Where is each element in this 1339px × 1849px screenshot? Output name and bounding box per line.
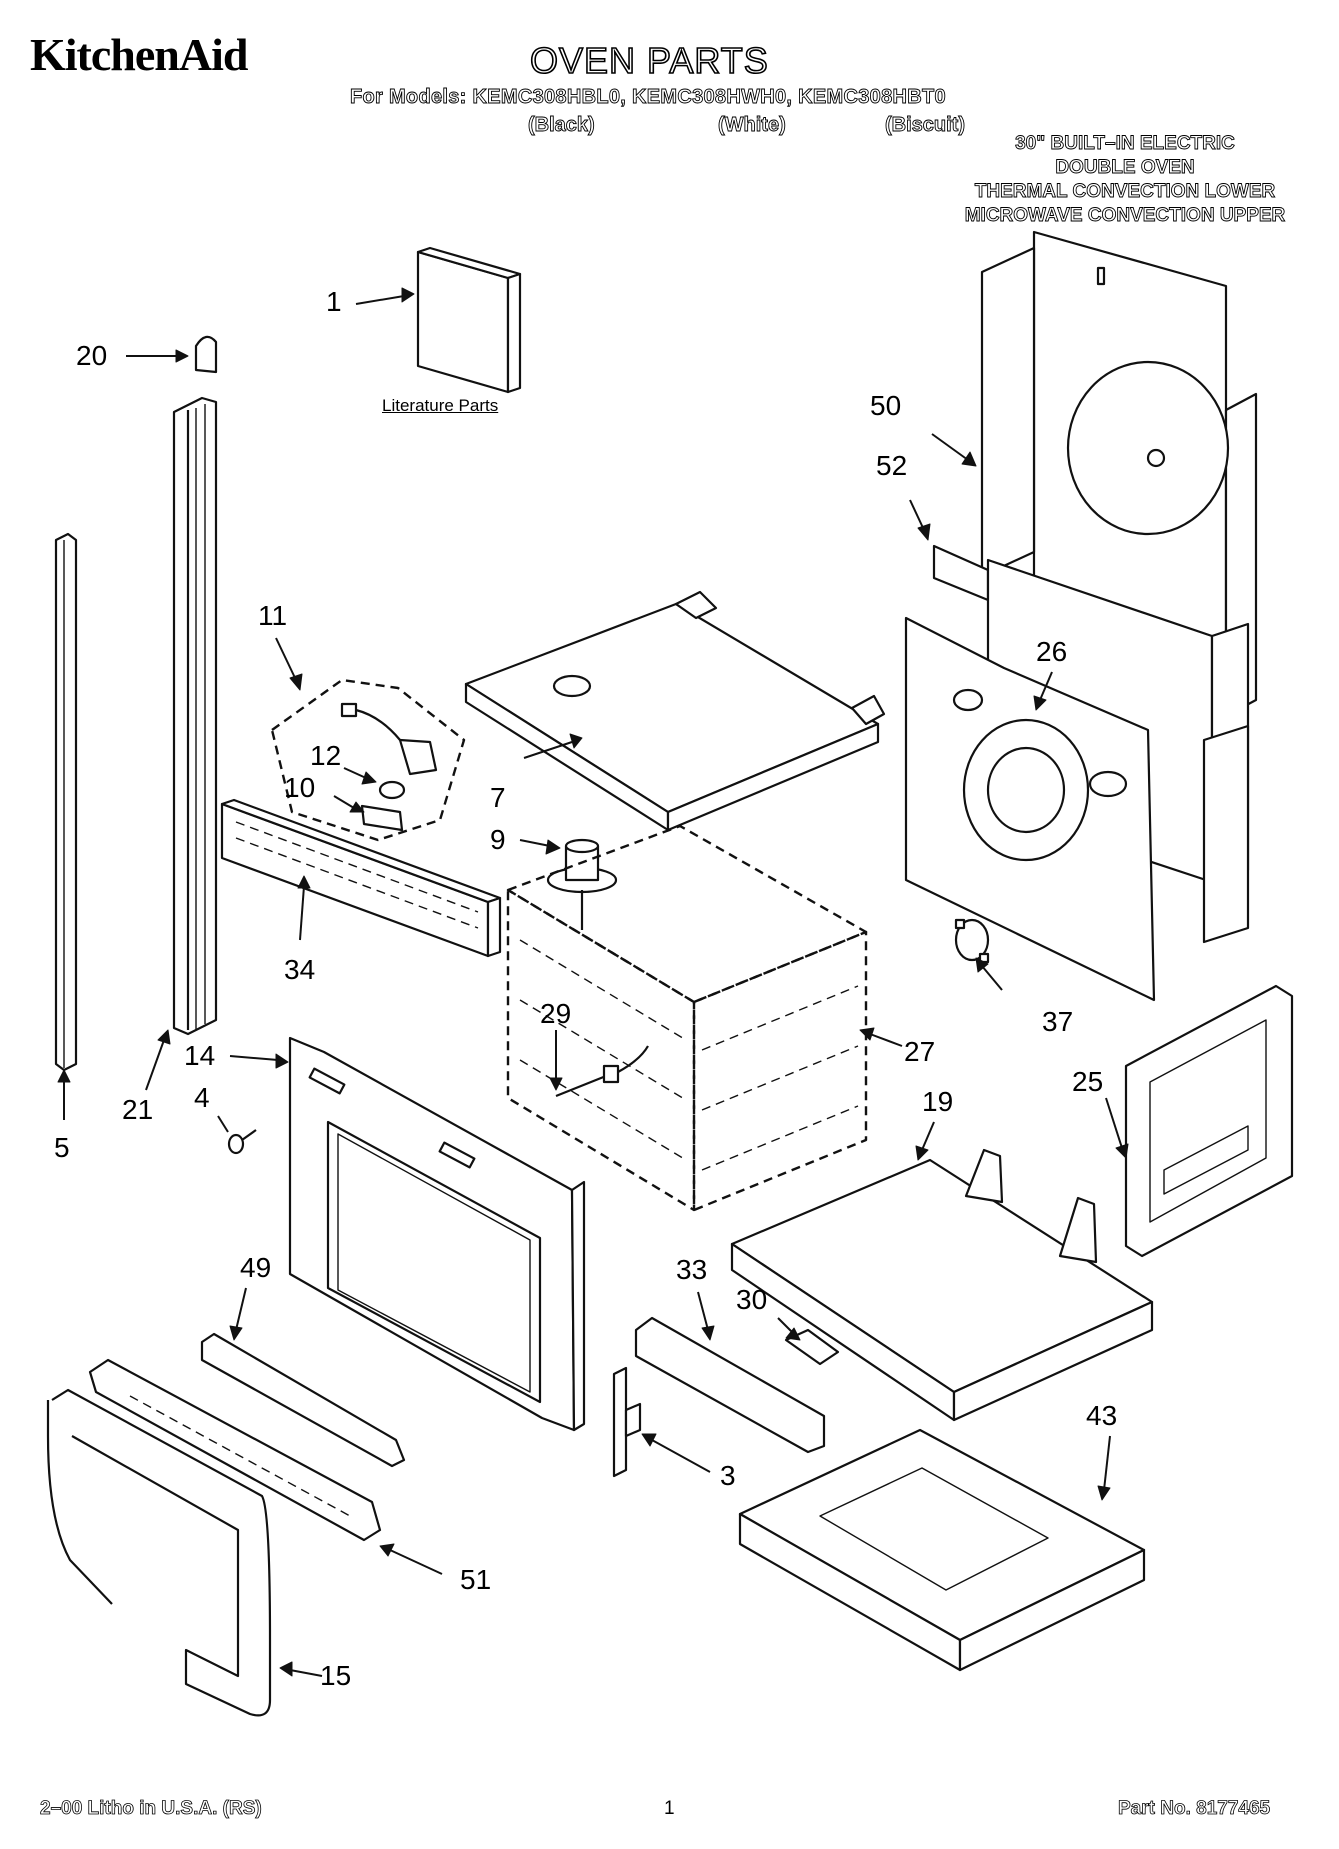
- part-25-side-panel: [1124, 984, 1294, 1258]
- page-number: 1: [664, 1798, 675, 1819]
- part-3-small-bracket: [612, 1366, 642, 1478]
- callout-15: 15: [320, 1660, 352, 1691]
- description-line: DOUBLE OVEN: [1055, 157, 1195, 179]
- callout-30: 30: [736, 1284, 768, 1315]
- part-11-light-assembly: [270, 678, 466, 842]
- callout-26: 26: [1036, 636, 1068, 667]
- callout-4: 4: [194, 1082, 210, 1113]
- callout-3: 3: [720, 1460, 736, 1491]
- callout-49: 49: [240, 1252, 272, 1283]
- callout-10: 10: [284, 772, 316, 803]
- part-27-oven-cavity: [506, 824, 868, 1212]
- brand-logo: KitchenAid: [30, 29, 248, 80]
- finish-biscuit: (Biscuit): [885, 114, 966, 137]
- part-33-rail: [634, 1316, 826, 1454]
- callout-25: 25: [1072, 1066, 1104, 1097]
- part-50-rear-panel: [980, 230, 1258, 718]
- callout-27: 27: [904, 1036, 936, 1067]
- callout-12: 12: [310, 740, 342, 771]
- callout-20: 20: [76, 340, 108, 371]
- part-26-fan-cover: [904, 616, 1156, 1002]
- part-5-strip: [54, 532, 78, 1072]
- part-21-side-trim: [172, 396, 218, 1036]
- callout-21: 21: [122, 1094, 154, 1125]
- part-4-screw: [227, 1129, 257, 1155]
- part-43-bottom-tray: [738, 1428, 1146, 1672]
- part-49-bracket: [200, 1332, 406, 1468]
- part-19-bottom-shelf: [730, 1148, 1154, 1422]
- callout-11: 11: [258, 600, 288, 631]
- part-37-bracket: [954, 918, 990, 964]
- description-line: MICROWAVE CONVECTION UPPER: [964, 205, 1286, 227]
- part-20-cap: [194, 335, 218, 374]
- callout-34: 34: [284, 954, 316, 985]
- part-14-front-frame: [288, 1036, 586, 1432]
- part-34-vent-panel: [220, 798, 502, 958]
- literature-parts-label: Literature Parts: [382, 396, 499, 415]
- callout-1: 1: [326, 286, 342, 317]
- part-15-gasket: [46, 1388, 272, 1717]
- callout-51: 51: [460, 1564, 492, 1595]
- part-51-trim-strip: [88, 1358, 382, 1542]
- models-line: For Models: KEMC308HBL0, KEMC308HWH0, KE…: [350, 86, 947, 109]
- part-7-top-panel: [464, 590, 886, 832]
- leader-arrows: [57, 287, 1129, 1677]
- part-number: Part No. 8177465: [1118, 1798, 1271, 1820]
- callout-29: 29: [540, 998, 572, 1029]
- appliance-description: 30" BUILT–IN ELECTRIC DOUBLE OVEN THERMA…: [925, 132, 1325, 228]
- callout-9: 9: [490, 824, 506, 855]
- callout-37: 37: [1042, 1006, 1074, 1037]
- litho-note: 2–00 Litho in U.S.A. (RS): [40, 1798, 263, 1820]
- finish-black: (Black): [528, 114, 596, 137]
- finish-white: (White): [718, 114, 787, 137]
- callout-19: 19: [922, 1086, 954, 1117]
- part-1-literature: [416, 246, 522, 394]
- part-9-fan-motor: [546, 838, 618, 930]
- callout-7: 7: [490, 782, 506, 813]
- description-line: THERMAL CONVECTION LOWER: [974, 181, 1276, 203]
- callout-43: 43: [1086, 1400, 1118, 1431]
- part-29-probe: [555, 1045, 649, 1098]
- callout-14: 14: [184, 1040, 216, 1071]
- callout-50: 50: [870, 390, 902, 421]
- page-title: OVEN PARTS: [529, 39, 769, 82]
- description-line: 30" BUILT–IN ELECTRIC: [1015, 133, 1236, 155]
- callout-5: 5: [54, 1132, 70, 1163]
- callout-33: 33: [676, 1254, 708, 1285]
- callout-52: 52: [876, 450, 908, 481]
